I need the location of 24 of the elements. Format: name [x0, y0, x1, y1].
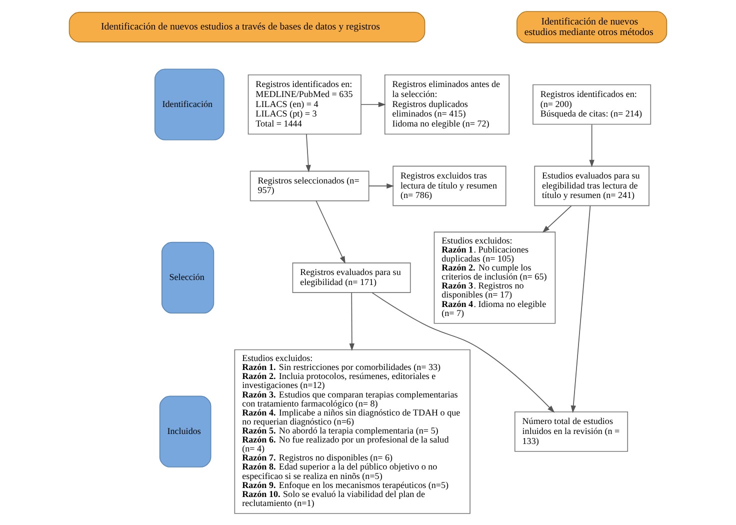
node-box: Registros seleccionados (n= 957) [250, 170, 370, 202]
node-box: Registros eliminados antes de la selección: Registros duplicados eliminados (n= 415) Iidoma no elegible (n= 72) [384, 74, 510, 135]
arrow [542, 205, 572, 233]
node-box: Registros identificados en: MEDLINE/PubMed = 635 LILACS (en) = 4 LILACS (pt) = 3 Total = 1444 [248, 74, 362, 135]
node-box: Registros identificados en: (n= 200) Búsqueda de citas: (n= 214) [532, 84, 652, 125]
node-box: Identificación de nuevos estudios mediante otros métodos [516, 11, 668, 44]
node-box: Número total de estudios inluidos en la revisión (n = 133) [514, 411, 628, 452]
node-box: Estudios evaluados para su elegibilidad tras lectura de título y resumen (n= 241) [534, 166, 650, 206]
arrow [589, 124, 594, 168]
arrow [372, 292, 555, 413]
node-box: Registros evaluados para su elegibilidad (n= 171) [292, 262, 411, 293]
arrow [570, 206, 591, 413]
arrow [368, 183, 394, 189]
arrow [306, 134, 311, 172]
node-box: Identificación de nuevos estudios a través de bases de datos y registros [68, 12, 426, 42]
node-box: Estudios excluidos: Razón 1. Publicaciones duplicadas (n= 105) Razón 2. No cumple los criterios de inclusión (n= 65) Razón 3. Registros no disponibles (n= 17) Razón 4. Idioma no elegible (n= 7) [434, 232, 556, 324]
node-box: Estudios excluidos: Razón 1. Sin restricciones por comorbilidades (n= 33) Razón 2. Incluia protocolos, resúmenes, editoriales e investigaciones (n=12) Razón 3. Estudios que comparan terapias complementarias con tratamiento farmacológico (n= 8) Razón 4. Implicabe a niños sin diagnóstico de TDAH o que no requerian diagnóstico (n=6) Razón 5. No abordó la terapia complementaria (n= 5) Razón 6. No fue realizado por un profesional de la salud (n= 4) Razón 7. Registros no disponibles (n= 6) Razón 8. Edad superior a la del público objetivo o no especificao si se realiza en ninõs (n=5) Razón 9. Enfoque en los mecanismos terapéuticos (n=5) Razón 10. Solo se evaluó la viabilidad del plan de reclutamiento (n=1) [234, 349, 470, 514]
arrow [349, 292, 354, 351]
node-box: Registros excluidos tras lectura de título y resumen (n= 786) [392, 166, 506, 206]
arrow [316, 200, 346, 264]
node-box: Incluidos [159, 396, 212, 468]
arrow [360, 102, 386, 108]
node-box: Selección [161, 242, 214, 314]
node-box: Identificación [154, 68, 224, 140]
